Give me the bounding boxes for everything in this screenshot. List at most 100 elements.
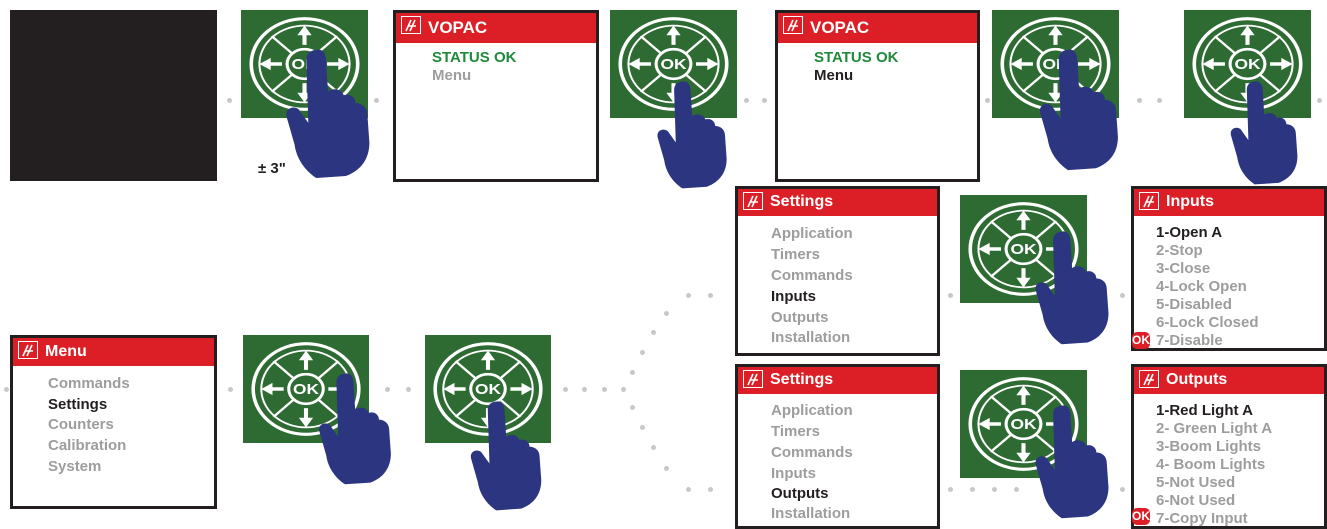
flow-dot [708,293,713,298]
outputs-screen: Outputs 1-Red Light A 2- Green Light A 3… [1131,364,1327,529]
hand-icon [319,373,391,485]
flow-dot [686,487,691,492]
menu-item: Commands [48,375,130,392]
flow-dot [664,466,669,471]
flow-dot [563,387,568,392]
hand-icon [470,401,542,511]
flow-dot [1120,293,1125,298]
ok-key-label: OK [293,381,319,398]
vopac-screen-1: VOPAC STATUS OK Menu [393,10,599,182]
flow-dot [1120,487,1125,492]
menu-item: Settings [48,396,108,413]
menu-item: Application [771,225,853,242]
flow-dot [630,370,635,375]
brand-logo-icon [18,341,38,359]
status-text: STATUS OK [432,49,517,66]
flow-dot [4,387,9,392]
dial-icon: OK [618,16,729,112]
flow-dot [374,98,379,103]
ok-badge-icon: OK [1132,332,1150,349]
menu-item: Inputs [771,288,816,305]
ok-key-label: OK [1010,416,1036,432]
brand-logo-icon [783,16,803,34]
dial-icon: OK [251,341,361,437]
list-item: 1-Open A [1156,224,1223,241]
flow-dot [640,425,645,430]
ok-key-label: OK [1234,56,1260,72]
list-item: 5-Disabled [1156,296,1232,313]
brand-logo-icon [743,192,763,210]
flow-dot [630,405,635,410]
flow-dot [992,487,997,492]
flow-dot [708,487,713,492]
flow-dot [602,387,607,392]
flow-dot [1137,98,1142,103]
menu-item: Calibration [48,437,127,454]
screen-title: VOPAC [810,18,870,37]
vopac-screen-2: VOPAC STATUS OK Menu [775,10,980,182]
flow-dot [762,98,767,103]
flow-dot [1014,487,1019,492]
list-item: 7-Disable [1156,332,1223,349]
inputs-screen: Inputs 1-Open A 2-Stop 3-Close 4-Lock Op… [1131,186,1327,351]
ok-badge-icon: OK [1132,508,1150,525]
flow-dot [227,98,232,103]
flow-dot [948,487,953,492]
flow-dot [651,330,656,335]
brand-logo-icon [743,370,763,388]
menu-screen: Menu Commands Settings Counters Calibrat… [10,335,217,509]
hand-icon [1035,231,1109,345]
list-item: 7-Copy Input [1156,510,1248,527]
list-item: 1-Red Light A [1156,402,1253,419]
list-item: 2- Green Light A [1156,420,1273,437]
menu-item: Menu [814,67,854,84]
flow-dot [948,293,953,298]
hold-duration-label: ± 3" [258,160,286,177]
flow-dot [651,445,656,450]
hand-icon [1230,81,1298,185]
brand-logo-icon [1139,370,1159,388]
list-item: 3-Close [1156,260,1211,277]
flow-dot [582,387,587,392]
ok-key-label: OK [1010,241,1036,257]
dial-icon: OK [968,201,1079,297]
menu-item: Counters [48,416,114,433]
flow-dot [970,487,975,492]
hand-icon [657,81,727,189]
menu-item: Commands [771,444,853,461]
list-item: 2-Stop [1156,242,1203,259]
keypad-down-press[interactable]: OK [425,335,551,443]
menu-item: Outputs [771,309,829,326]
list-item: 4- Boom Lights [1156,456,1266,473]
screen-title: Settings [770,371,834,388]
keypad-down-press[interactable]: OK [610,10,737,118]
flow-dot [640,350,645,355]
ok-key-label: OK [660,56,686,72]
dial-icon: OK [433,341,543,437]
menu-item: Timers [771,246,820,263]
list-item: 6-Lock Closed [1156,314,1259,331]
flow-dot [744,98,749,103]
screen-title: Settings [770,193,834,210]
list-item: 6-Not Used [1156,492,1236,509]
menu-item: Menu [432,67,472,84]
dial-icon: OK [968,376,1079,472]
flow-dot [406,387,411,392]
brand-logo-icon [401,16,421,34]
ok-key-label: OK [475,381,501,398]
menu-item: Outputs [771,485,829,502]
menu-item: Commands [771,267,853,284]
flow-dot [621,387,626,392]
menu-item: Installation [771,329,851,346]
menu-item: Application [771,402,853,419]
hand-icon [1040,49,1118,171]
list-item: 3-Boom Lights [1156,438,1261,455]
flow-dot [1157,98,1162,103]
screen-title: VOPAC [428,18,488,37]
dial-icon: OK [1192,16,1303,112]
screen-title: Menu [45,343,87,360]
settings-screen-inputs: Settings Application Timers Commands Inp… [735,186,940,356]
settings-screen-outputs: Settings Application Timers Commands Inp… [735,364,940,529]
menu-item: System [48,458,102,475]
flow-dot [686,293,691,298]
